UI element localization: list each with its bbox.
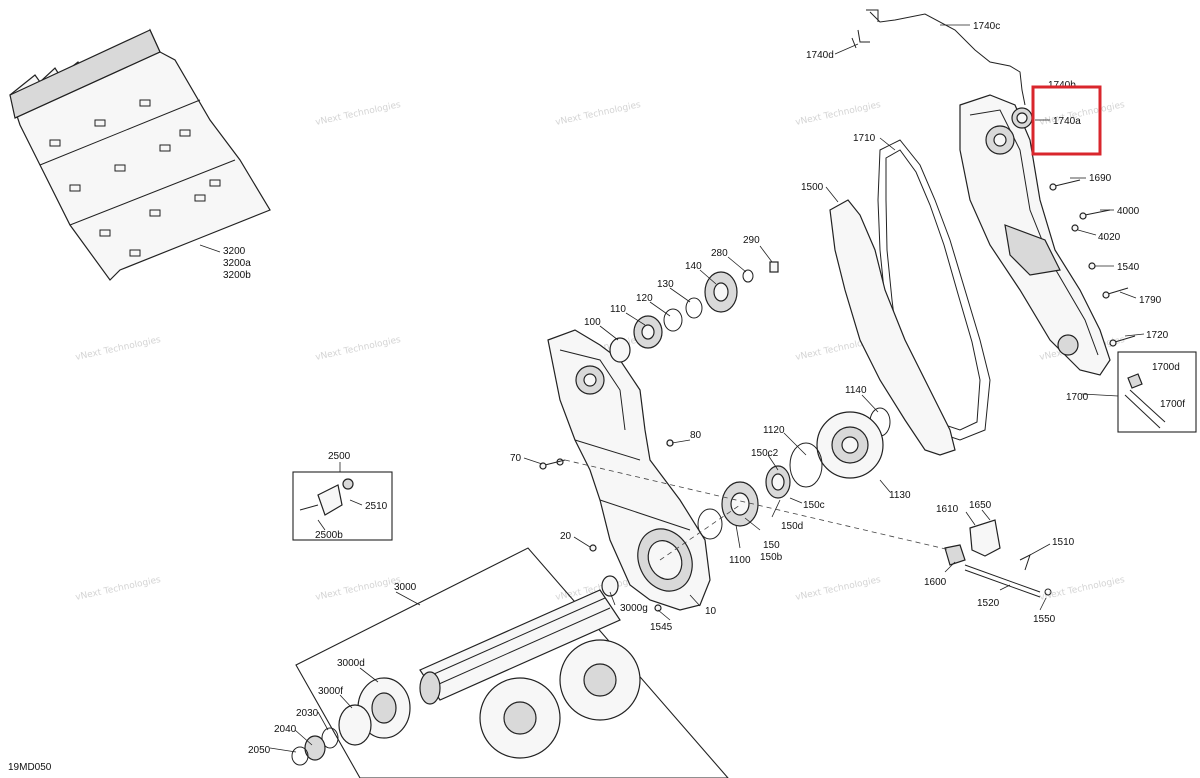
label-1130: 1130 (889, 490, 911, 501)
label-1720: 1720 (1146, 330, 1169, 341)
brake-line-1740 (851, 9, 1033, 129)
label-1510: 1510 (1052, 537, 1075, 548)
lower-shaft-parts (697, 407, 891, 540)
label-2500: 2500 (328, 451, 351, 462)
label-1690: 1690 (1089, 173, 1112, 184)
label-2030: 2030 (296, 708, 319, 719)
label-1650: 1650 (969, 500, 992, 511)
label-150c: 150c (803, 500, 825, 511)
label-150d: 150d (781, 521, 803, 532)
chaincase-cover (959, 94, 1111, 376)
watermark: vNext Technologies (795, 100, 882, 128)
label-1550: 1550 (1033, 614, 1056, 625)
label-2500b: 2500b (315, 530, 343, 541)
label-1520: 1520 (977, 598, 1000, 609)
label-1600: 1600 (924, 577, 947, 588)
label-140: 140 (685, 261, 702, 272)
label-3000g: 3000g (620, 603, 648, 614)
label-3000f: 3000f (318, 686, 343, 697)
label-3200: 3200 (223, 246, 246, 257)
label-130: 130 (657, 279, 674, 290)
label-150: 150 (763, 540, 780, 551)
label-150c2: 150c2 (751, 448, 779, 459)
label-3000d: 3000d (337, 658, 365, 669)
watermark: vNext Technologies (315, 335, 402, 363)
label-1120: 1120 (763, 425, 785, 436)
upper-shaft-parts (609, 261, 779, 363)
watermark: vNext Technologies (1039, 100, 1126, 128)
label-1740d: 1740d (806, 50, 834, 61)
label-150b: 150b (760, 552, 783, 563)
inset-box-1700 (1081, 351, 1197, 433)
label-1545: 1545 (650, 622, 673, 633)
label-100: 100 (584, 317, 601, 328)
reverse-parts (944, 519, 1052, 598)
track-plate-3200 (9, 28, 271, 281)
label-4000: 4000 (1117, 206, 1140, 217)
label-2050: 2050 (248, 745, 271, 756)
label-1540: 1540 (1117, 262, 1140, 273)
label-120: 120 (636, 293, 653, 304)
watermark: vNext Technologies (315, 575, 402, 603)
watermark: vNext Technologies (795, 575, 882, 603)
label-4020: 4020 (1098, 232, 1121, 243)
label-1740a: 1740a (1053, 116, 1081, 127)
diagram-code: 19MD050 (8, 762, 52, 773)
label-290: 290 (743, 235, 760, 246)
label-1740c: 1740c (973, 21, 1000, 32)
axis-line (659, 504, 741, 561)
label-1710: 1710 (853, 133, 876, 144)
watermark: vNext Technologies (555, 100, 642, 128)
inset-box-2500 (292, 471, 393, 541)
label-1500: 1500 (801, 182, 824, 193)
axis-line (564, 459, 951, 551)
label-3000: 3000 (394, 582, 417, 593)
label-1700d: 1700d (1152, 362, 1180, 373)
label-3200b: 3200b (223, 270, 251, 281)
label-80: 80 (690, 430, 702, 441)
watermark: vNext Technologies (75, 575, 162, 603)
label-110: 110 (610, 304, 626, 315)
label-1610: 1610 (936, 504, 959, 515)
label-2510: 2510 (365, 501, 388, 512)
label-1790: 1790 (1139, 295, 1162, 306)
chaincase-inner (547, 329, 711, 611)
label-1700: 1700 (1066, 392, 1089, 403)
label-1100: 1100 (729, 555, 751, 566)
watermark: vNext Technologies (1039, 575, 1126, 603)
label-3200a: 3200a (223, 258, 251, 269)
label-2040: 2040 (274, 724, 297, 735)
label-20: 20 (560, 531, 572, 542)
label-70: 70 (510, 453, 522, 464)
label-280: 280 (711, 248, 728, 259)
leader-lines (269, 24, 1145, 753)
label-1140: 1140 (845, 385, 867, 396)
inset-box-3000 (291, 547, 729, 778)
belt-1500 (829, 199, 956, 456)
watermark: vNext Technologies (315, 100, 402, 128)
highlight-box (1031, 85, 1102, 156)
label-1700f: 1700f (1160, 399, 1185, 410)
watermark: vNext Technologies (75, 335, 162, 363)
label-10: 10 (705, 606, 717, 617)
bolts (539, 179, 1136, 612)
